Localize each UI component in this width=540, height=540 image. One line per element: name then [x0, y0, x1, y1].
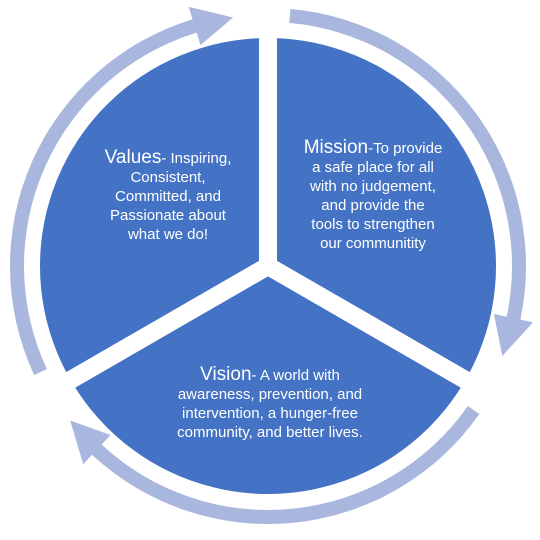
vision-line-4: community, and better lives. — [177, 424, 363, 441]
mission-line-6: our communitity — [320, 235, 426, 252]
arrow-to-values-icon — [9, 6, 234, 376]
cycle-arrows — [9, 6, 534, 525]
vision-line-2: awareness, prevention, and — [177, 386, 363, 403]
values-line-4: Passionate about — [110, 207, 226, 224]
arrow-to-mission-icon — [289, 8, 534, 356]
values-line-2: Consistent, — [130, 169, 206, 186]
vision-heading: Vision — [200, 364, 252, 385]
mission-segment-text: Mission-To provide a safe place for all … — [283, 138, 463, 253]
vision-line-1: - A world with — [251, 367, 340, 384]
mission-line-2: a safe place for all — [312, 159, 434, 176]
values-line-1: - Inspiring, — [161, 150, 232, 167]
mission-line-3: with no judgement, — [310, 178, 436, 195]
mission-heading: Mission — [303, 137, 369, 158]
values-line-5: what we do! — [127, 226, 209, 243]
vision-line-3: intervention, a hunger-free — [182, 405, 358, 422]
values-heading: Values — [104, 147, 162, 168]
cycle-segments — [40, 18, 496, 494]
vision-segment-text: Vision- A world with awareness, preventi… — [150, 365, 390, 442]
separator-mission-vision — [263, 258, 488, 398]
mission-line-1: -To provide — [368, 140, 443, 157]
mission-line-4: and provide the — [321, 197, 425, 214]
values-line-3: Committed, and — [115, 188, 221, 205]
arrow-to-vision-icon — [70, 405, 480, 525]
mission-line-5: tools to strengthen — [311, 216, 435, 233]
values-segment-text: Values- Inspiring, Consistent, Committed… — [80, 148, 256, 244]
separator-vision-values — [48, 258, 273, 398]
